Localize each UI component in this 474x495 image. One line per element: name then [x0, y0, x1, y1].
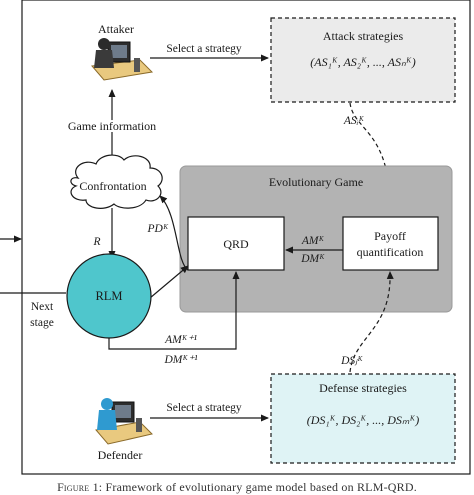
- defense-strategies-title: Defense strategies: [319, 381, 407, 395]
- defender-icon: [95, 398, 153, 445]
- defender-select-label: Select a strategy: [166, 402, 242, 414]
- attack-strategies-set: (AS₁ᴷ, AS₂ᴷ, ..., ASₙᴷ): [310, 55, 415, 69]
- as-flow-label: ASᵢᴷ: [343, 115, 365, 127]
- am-label: AMᴷ: [301, 235, 325, 247]
- attacker-label: Attaker: [98, 22, 134, 36]
- payoff-label-line2: quantification: [357, 245, 424, 259]
- attack-strategies-box: [270, 17, 456, 103]
- defender-label: Defender: [98, 448, 143, 462]
- outer-frame: [21, 0, 471, 475]
- am-next-label: AMᴷ⁺¹: [164, 334, 197, 346]
- attacker-icon: [91, 38, 154, 81]
- defense-strategies-set: (DS₁ᴷ, DS₂ᴷ, ..., DSₘᴷ): [307, 413, 420, 427]
- feedback-arrow: [108, 271, 240, 350]
- dm-next-label: DMᴷ⁺¹: [163, 354, 198, 366]
- evolutionary-game-title: Evolutionary Game: [269, 175, 363, 189]
- evolutionary-game-region: [179, 165, 453, 313]
- rlm-label: RLM: [95, 289, 122, 303]
- game-information-label: Game information: [68, 119, 156, 133]
- next-stage-line1: Next: [31, 301, 54, 313]
- dm-label: DMᴷ: [300, 253, 325, 265]
- payoff-label-line1: Payoff: [374, 229, 406, 243]
- attacker-select-label: Select a strategy: [166, 43, 242, 55]
- ds-flow-arrow: [349, 271, 394, 373]
- caption-lead: Figure 1:: [57, 480, 103, 494]
- payoff-quantification-box: [342, 216, 439, 271]
- qrd-box: [187, 216, 285, 271]
- attack-strategies-title: Attack strategies: [323, 29, 404, 43]
- defense-strategies-box: [270, 373, 456, 464]
- r-label: R: [92, 236, 100, 248]
- next-stage-line2: stage: [30, 317, 54, 329]
- ds-flow-label: DSⱼᴷ: [340, 355, 363, 367]
- as-flow-arrow: [349, 102, 394, 216]
- rlm-to-qrd-arrow: [149, 265, 189, 299]
- confrontation-cloud: [70, 154, 163, 209]
- pd-flow-label: PDᴷ: [146, 223, 168, 235]
- confrontation-label: Confrontation: [79, 179, 146, 193]
- figure-caption: Figure 1: Framework of evolutionary game…: [0, 480, 474, 495]
- qrd-label: QRD: [223, 237, 249, 251]
- caption-text: Framework of evolutionary game model bas…: [105, 480, 417, 494]
